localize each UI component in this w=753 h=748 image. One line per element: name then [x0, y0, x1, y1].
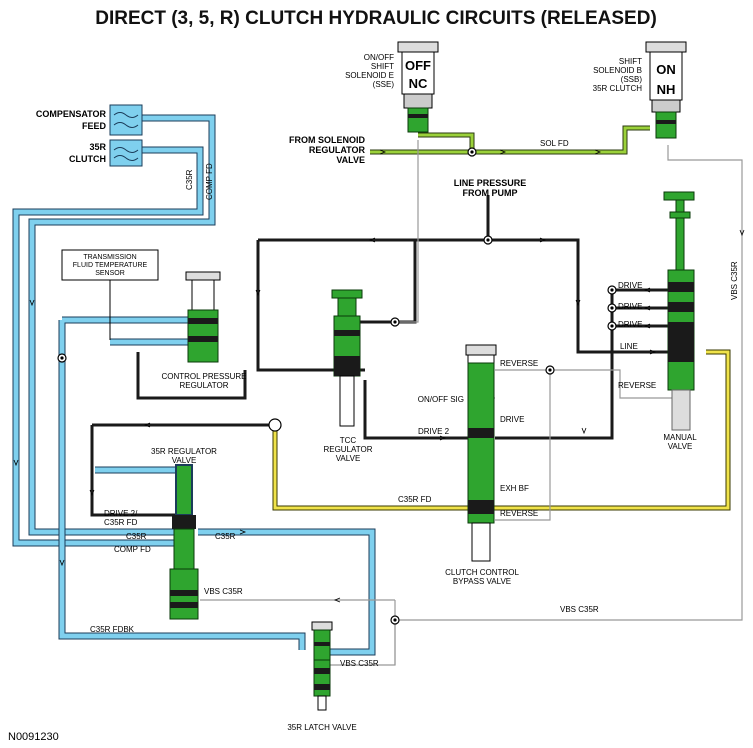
sse-label-1: ON/OFF	[364, 53, 394, 62]
solenoid-ssb: ON NH SHIFT SOLENOID B (SSB) 35R CLUTCH	[593, 41, 687, 139]
cpr-label-1: CONTROL PRESSURE	[161, 372, 246, 381]
regulator-35r-valve: 35R REGULATOR VALVE	[151, 447, 217, 620]
vbs-c35r-mid-label: VBS C35R	[204, 587, 243, 596]
sensor-label-1: TRANSMISSION	[83, 254, 136, 261]
drive-ccbv-label: DRIVE	[500, 415, 524, 424]
solenoid-feed-circuit	[370, 125, 650, 155]
sol-fd-label: SOL FD	[540, 139, 569, 148]
vbs-c35r-right-label: VBS C35R	[560, 605, 599, 614]
reverse-low-label: REVERSE	[500, 509, 538, 518]
sensor-label-3: SENSOR	[95, 270, 125, 277]
diagram-title: DIRECT (3, 5, R) CLUTCH HYDRAULIC CIRCUI…	[95, 8, 657, 29]
junction-markers	[57, 147, 617, 625]
comp-fd-vertical-label: COMP FD	[205, 163, 214, 200]
compensator-feed-label-1: COMPENSATOR	[36, 109, 107, 119]
ssb-label-1: SHIFT	[619, 57, 642, 66]
manual-valve-label-1: MANUAL	[663, 433, 697, 442]
clutch-control-bypass-valve: CLUTCH CONTROL BYPASS VALVE	[445, 344, 519, 586]
drive-label-3: DRIVE	[618, 320, 642, 329]
flow-arrows	[13, 149, 745, 603]
drive2-c35r-fd-label-2: C35R FD	[104, 518, 138, 527]
tcc-regulator-valve: TCC REGULATOR VALVE	[323, 289, 373, 463]
tcc-label-3: VALVE	[336, 454, 361, 463]
sensor-label-2: FLUID TEMPERATURE	[73, 262, 148, 269]
c35r-fdbk-label: C35R FDBK	[90, 625, 135, 634]
comp-fd-label: COMP FD	[114, 545, 151, 554]
c35r-feed-circuit	[272, 349, 731, 511]
on-off-sig-label: ON/OFF SIG	[418, 395, 464, 404]
sse-label-4: (SSE)	[373, 80, 395, 89]
regulator-35r-label-2: VALVE	[172, 456, 197, 465]
exh-bf-label: EXH BF	[500, 484, 529, 493]
manual-valve: MANUAL VALVE	[663, 191, 697, 451]
reverse-manual-label: REVERSE	[618, 381, 656, 390]
sse-state-bottom: NC	[409, 76, 428, 91]
drive-label-1: DRIVE	[618, 281, 642, 290]
solenoid-sse: OFF NC ON/OFF SHIFT SOLENOID E (SSE)	[345, 41, 439, 133]
sse-state-top: OFF	[405, 58, 431, 73]
ccbv-label-2: BYPASS VALVE	[453, 577, 511, 586]
ccbv-label-1: CLUTCH CONTROL	[445, 568, 519, 577]
clutch-35r-label-2: CLUTCH	[69, 154, 106, 164]
drive-label-2: DRIVE	[618, 302, 642, 311]
reverse-top-label: REVERSE	[500, 359, 538, 368]
c35r-right-label: C35R	[215, 532, 236, 541]
sse-label-3: SOLENOID E	[345, 71, 394, 80]
from-solenoid-label-2: REGULATOR	[309, 145, 366, 155]
cpr-label-2: REGULATOR	[179, 381, 228, 390]
drive-2-tcc-label: DRIVE 2	[418, 427, 450, 436]
manual-valve-label-2: VALVE	[668, 442, 693, 451]
clutch-35r-label-1: 35R	[89, 142, 106, 152]
from-solenoid-label-1: FROM SOLENOID	[289, 135, 365, 145]
figure-id: N0091230	[8, 731, 59, 743]
line-pressure-label-2: FROM PUMP	[463, 188, 518, 198]
vbs-c35r-latch-label: VBS C35R	[340, 659, 379, 668]
ssb-label-3: (SSB)	[621, 75, 643, 84]
c35r-fd-label: C35R FD	[398, 495, 432, 504]
line-pressure-label-1: LINE PRESSURE	[454, 178, 527, 188]
ssb-label-2: SOLENOID B	[593, 66, 642, 75]
latch-valve-35r: 35R LATCH VALVE	[287, 621, 357, 732]
tcc-label-2: REGULATOR	[323, 445, 372, 454]
compensator-circuit	[12, 114, 376, 656]
ssb-label-4: 35R CLUTCH	[593, 84, 643, 93]
ssb-state-top: ON	[656, 62, 676, 77]
regulator-35r-label-1: 35R REGULATOR	[151, 447, 217, 456]
c35r-left-label: C35R	[126, 532, 147, 541]
ssb-state-bottom: NH	[657, 82, 676, 97]
line-label: LINE	[620, 342, 638, 351]
tcc-label-1: TCC	[340, 436, 357, 445]
sse-label-2: SHIFT	[371, 62, 394, 71]
compensator-feed-label-2: FEED	[82, 121, 107, 131]
compensator-feed-box: COMPENSATOR FEED	[36, 104, 143, 136]
fluid-temperature-sensor: TRANSMISSION FLUID TEMPERATURE SENSOR	[61, 249, 159, 340]
vbs-c35r-vertical-label: VBS C35R	[730, 261, 739, 300]
latch-valve-label: 35R LATCH VALVE	[287, 723, 356, 732]
from-solenoid-label-3: VALVE	[336, 155, 365, 165]
clutch-35r-box: 35R CLUTCH	[69, 139, 143, 167]
control-pressure-regulator: CONTROL PRESSURE REGULATOR	[161, 271, 247, 390]
c35r-vertical-label: C35R	[185, 169, 194, 190]
drive2-c35r-fd-label-1: DRIVE 2/	[104, 509, 138, 518]
